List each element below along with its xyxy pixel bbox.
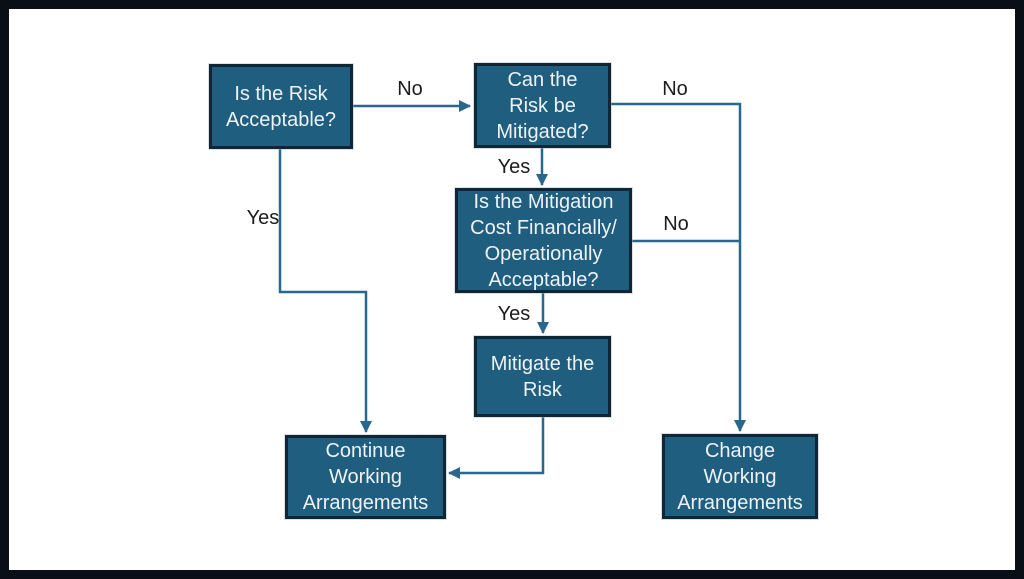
node-risk-acceptable: Is the Risk Acceptable? — [209, 64, 353, 149]
edge-label-yes-mitigate-risk: Yes — [497, 303, 531, 325]
edge-mitigate-risk-to-continue-working — [448, 417, 545, 479]
node-risk-acceptable-label: Is the Risk Acceptable? — [225, 82, 337, 131]
node-continue-working-label: Continue Working Arrangements — [302, 440, 429, 514]
node-risk-mitigated: Can the Risk be Mitigated? — [474, 63, 611, 148]
node-change-working: Change Working Arrangements — [662, 434, 818, 519]
edge-risk-mitigated-to-change-working — [611, 102, 746, 432]
node-continue-working: Continue Working Arrangements — [285, 435, 446, 519]
node-mitigate-risk-label: Mitigate the Risk — [490, 352, 595, 401]
edge-label-yes-mitigation-cost: Yes — [497, 156, 531, 178]
edge-risk-acceptable-to-continue-working — [278, 149, 372, 433]
node-change-working-label: Change Working Arrangements — [677, 439, 803, 514]
node-mitigation-cost-acceptable-label: Is the Mitigation Cost Financially/ Oper… — [470, 190, 617, 291]
node-mitigation-cost-acceptable: Is the Mitigation Cost Financially/ Oper… — [455, 188, 632, 293]
edge-label-no-risk-mitigated: No — [397, 78, 423, 100]
edge-label-no-change-working-top: No — [662, 78, 688, 100]
edge-label-no-change-working-mid: No — [663, 213, 689, 235]
node-risk-mitigated-label: Can the Risk be Mitigated? — [496, 68, 589, 143]
edge-label-yes-continue-working: Yes — [246, 207, 280, 229]
node-mitigate-risk: Mitigate the Risk — [474, 336, 611, 417]
